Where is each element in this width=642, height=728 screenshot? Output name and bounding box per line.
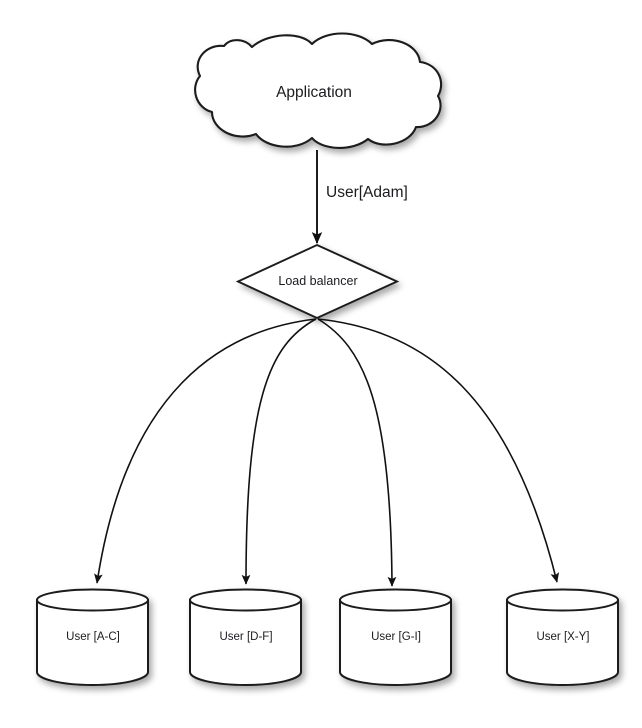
- edge-balancer-to-db-4: [317, 318, 560, 583]
- node-application-cloud: [194, 32, 443, 149]
- node-database-3: [339, 588, 452, 686]
- edge-balancer-to-db-2: [241, 318, 317, 585]
- edge-balancer-to-db-3: [317, 318, 397, 587]
- node-load-balancer-diamond: [235, 243, 400, 320]
- edge-balancer-to-db-1: [94, 318, 317, 584]
- node-database-2: [189, 588, 302, 686]
- node-database-1: [36, 588, 149, 686]
- node-database-4: [506, 588, 619, 686]
